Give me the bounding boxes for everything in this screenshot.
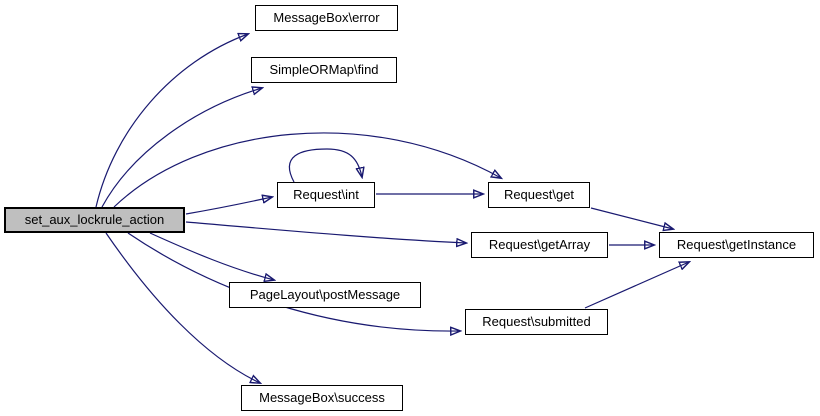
edge-main-to-messagebox-error (95, 34, 248, 208)
edge-main-to-messagebox-success (105, 232, 260, 383)
node-messagebox-error[interactable]: MessageBox\error (255, 5, 398, 31)
edge-request-int-self-loop (288, 148, 362, 183)
node-request-getinstance[interactable]: Request\getInstance (659, 232, 814, 258)
node-pagelayout-postmessage[interactable]: PageLayout\postMessage (229, 282, 421, 308)
edge-request-submitted-to-request-getinstance (584, 262, 689, 309)
edge-main-to-request-get (113, 132, 501, 208)
edge-main-to-request-getarray (185, 221, 466, 243)
edge-main-to-pagelayout-postmessage (149, 232, 274, 280)
node-set-aux-lockrule-action: set_aux_lockrule_action (4, 207, 185, 233)
edge-main-to-simpleormap-find (101, 88, 262, 208)
node-request-getarray[interactable]: Request\getArray (471, 232, 608, 258)
node-messagebox-success[interactable]: MessageBox\success (241, 385, 403, 411)
edge-main-to-request-int (185, 197, 272, 215)
edge-request-get-to-request-getinstance (590, 207, 673, 229)
node-request-int[interactable]: Request\int (277, 182, 375, 208)
node-request-get[interactable]: Request\get (488, 182, 590, 208)
node-request-submitted[interactable]: Request\submitted (465, 309, 608, 335)
node-simpleormap-find[interactable]: SimpleORMap\find (251, 57, 397, 83)
